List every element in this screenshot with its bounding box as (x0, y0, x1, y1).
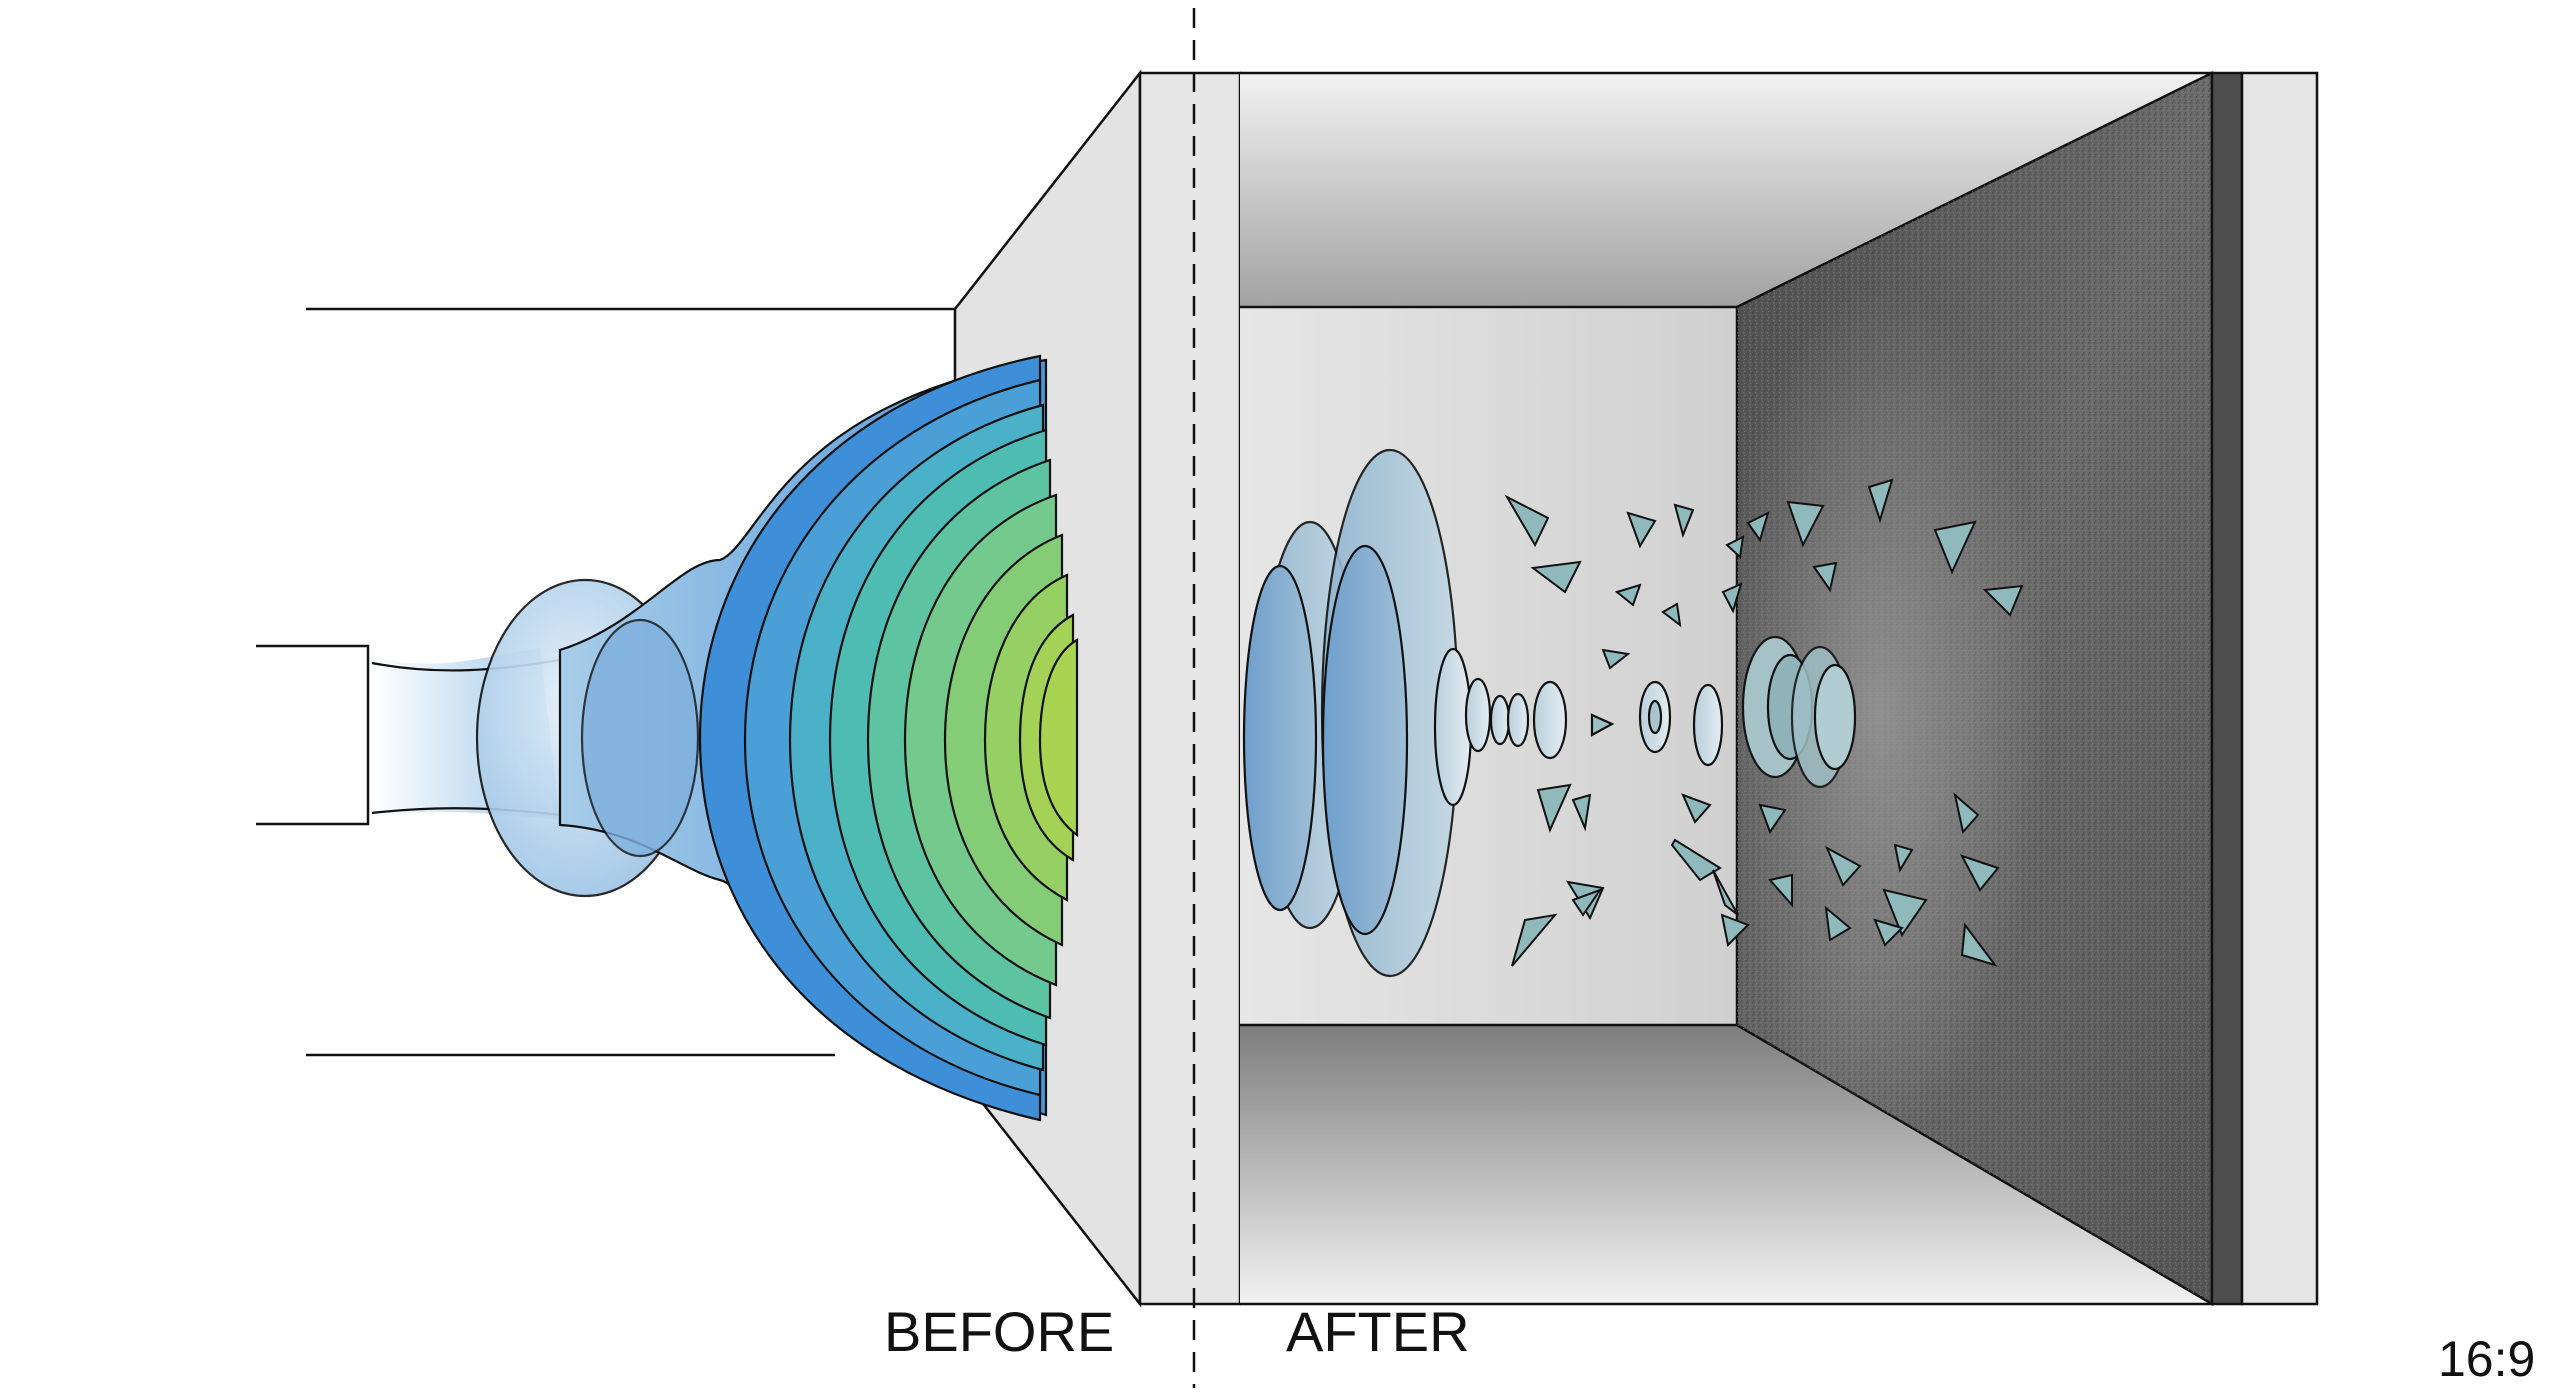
inlet-duct (256, 307, 955, 1057)
scattered-fragments (1504, 478, 2024, 967)
before-label: BEFORE (884, 1300, 1115, 1363)
aspect-ratio-label: 16:9 (2438, 1331, 2536, 1387)
incoming-sound-wave (371, 354, 1079, 1122)
diffused-sound-waves (1242, 448, 1857, 978)
acoustic-absorber-wall (1735, 70, 2319, 1307)
after-label: AFTER (1286, 1300, 1470, 1363)
